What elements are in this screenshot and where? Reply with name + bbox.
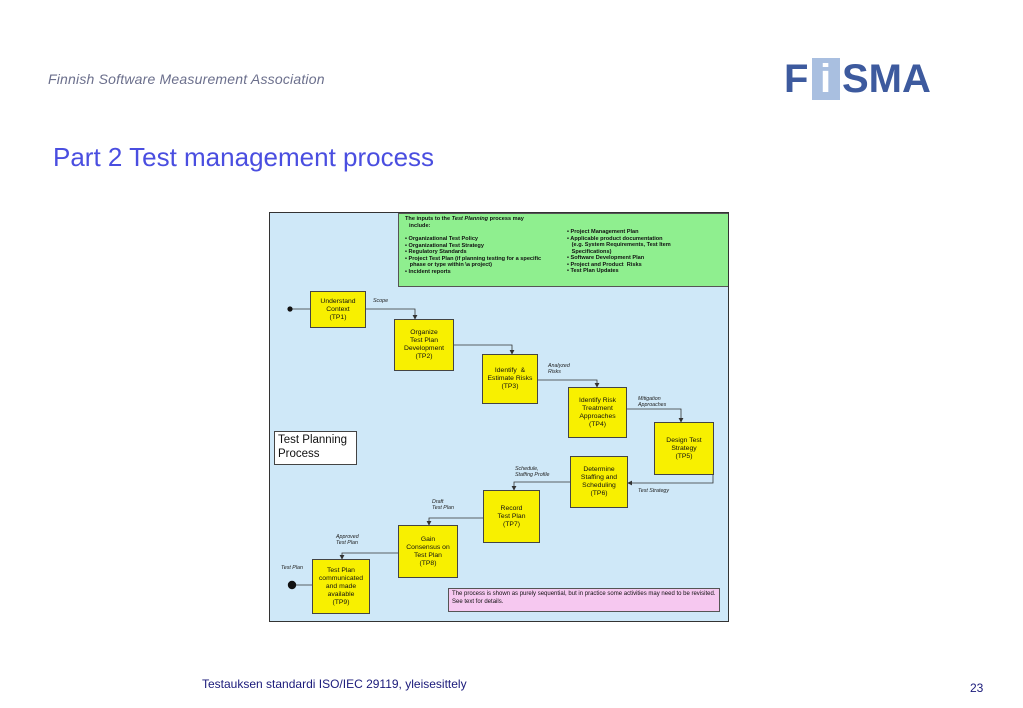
input-item: • Test Plan Updates [567,268,619,274]
input-item: • Applicable product documentation [567,235,663,242]
tp4-to-tp5-arrow [627,408,684,423]
tp1-to-tp2-arrow [365,308,418,320]
input-item: • Software Development Plan [567,255,645,261]
slide-title: Part 2 Test management process [53,142,435,172]
label-output: Test Plan [281,565,303,571]
tp3-to-tp4-arrow [538,379,600,388]
input-item: • Project Test Plan (if planning testing… [405,255,542,262]
footer-text: Testauksen standardi ISO/IEC 29119, ylei… [202,677,467,691]
step-tp2: Organize Test Plan Development (TP2) [394,319,454,371]
svg-text:F: F [784,57,808,101]
tp7-to-tp8-arrow [426,517,483,526]
flow-connectors [287,306,714,590]
sequential-note: The process is shown as purely sequentia… [448,588,720,612]
input-item: Specifications) [567,248,612,255]
fisma-logo: F i SMA [784,57,931,101]
test-planning-diagram: The inputs to the Test Planning process … [269,212,729,622]
organization-name: Finnish Software Measurement Association [48,71,325,87]
tp2-to-tp3-arrow [454,344,515,355]
input-item: phase or type within \a project) [405,262,493,268]
step-tp3: Identify & Estimate Risks (TP3) [482,354,538,404]
inputs-box: The inputs to the Test Planning process … [398,213,728,287]
svg-text:i: i [820,57,831,101]
step-tp5: Design Test Strategy (TP5) [654,422,714,475]
step-tp9: Test Plan communicated and made availabl… [312,559,370,614]
label-analyzed-risks: Analyzed Risks [548,363,570,375]
inputs-list-left: • Organizational Test Policy • Organizat… [405,236,575,275]
input-item: • Project and Product Risks [567,261,642,268]
inputs-list-right: • Project Management Plan • Applicable p… [567,229,727,275]
step-tp6: Determine Staffing and Scheduling (TP6) [570,456,628,508]
process-label: Test Planning Process [274,431,357,465]
label-scope: Scope [373,298,389,304]
input-item: • Regulatory Standards [405,249,467,255]
step-tp8: Gain Consensus on Test Plan (TP8) [398,525,458,578]
input-item: • Organizational Test Strategy [405,242,484,249]
page-number: 23 [970,681,984,695]
tp6-to-tp7-arrow [511,481,570,491]
input-item: (e.g. System Requirements, Test Item [567,242,671,248]
input-item: • Incident reports [405,268,451,275]
label-draft: Draft Test Plan [432,499,454,511]
label-mitigation: Mitigation Approaches [638,396,667,408]
end-node [287,580,297,590]
step-tp4: Identify Risk Treatment Approaches (TP4) [568,387,627,438]
tp8-to-tp9-arrow [339,552,398,560]
input-item: • Organizational Test Policy [405,236,479,242]
input-item: • Project Management Plan [567,229,639,235]
inputs-heading: The inputs to the Test Planning process … [405,216,524,229]
step-tp1: Understand Context (TP1) [310,291,366,328]
svg-text:SMA: SMA [842,57,931,101]
step-tp7: Record Test Plan (TP7) [483,490,540,543]
label-approved: Approved Test Plan [336,534,359,546]
label-test-strategy: Test Strategy [638,488,670,494]
label-schedule: Schedule, Staffing Profile [515,466,550,478]
start-node [287,306,293,312]
